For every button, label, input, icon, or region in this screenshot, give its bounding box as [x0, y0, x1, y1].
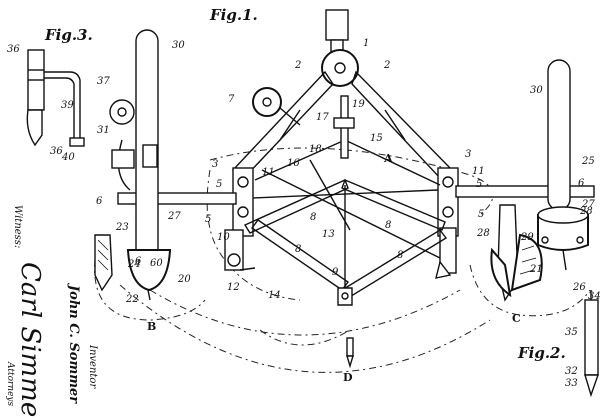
ref-13: 13	[322, 229, 335, 240]
ref-5-b: 5	[205, 214, 211, 225]
ref-21: 21	[529, 264, 543, 275]
ref-20: 20	[177, 274, 191, 285]
ref-27-right: 27	[581, 199, 595, 210]
fig3-bracket	[26, 49, 85, 147]
gauge-6: 6	[135, 256, 142, 267]
ref-6-right: 6	[578, 178, 585, 189]
left-holder-assembly	[94, 29, 172, 301]
ref-32: 32	[565, 366, 578, 377]
ref-30-left: 30	[172, 40, 185, 51]
ref-23: 23	[115, 222, 129, 233]
ref-33: 33	[565, 378, 578, 389]
ref-6-left: 6	[96, 196, 103, 207]
ref-36-top: 36	[7, 44, 20, 55]
ref-24: 24	[127, 259, 141, 270]
inventor-label: Inventor	[87, 344, 98, 389]
ref-36-bottom: 36	[50, 146, 63, 157]
ref-14: 14	[268, 290, 281, 301]
fig3-title: Fig.3.	[44, 26, 93, 44]
attorneys-label: Attorneys	[5, 361, 15, 407]
bottom-stylus	[346, 337, 354, 369]
fig2-pencil	[584, 290, 599, 398]
ref-17: 17	[316, 112, 329, 123]
ref-26: 26	[572, 282, 586, 293]
ref-5-a: 5	[216, 179, 222, 190]
ref-3-right: 3	[465, 149, 471, 160]
linkage-bars	[243, 139, 448, 299]
letter-C: C	[512, 312, 521, 325]
ref-11-left: 11	[262, 167, 275, 178]
ref-27-left: 27	[167, 211, 181, 222]
fig2-title: Fig.2.	[517, 344, 566, 362]
ref-8-c: 8	[295, 244, 301, 255]
ref-30-right: 30	[530, 85, 543, 96]
ref-2-right: 2	[383, 60, 390, 71]
top-handle-assembly	[321, 9, 359, 87]
ref-12: 12	[227, 282, 240, 293]
ref-8-b: 8	[385, 220, 391, 231]
central-rod	[333, 95, 355, 306]
inventor-signature: Carl Simmel	[15, 262, 45, 417]
ref-40: 40	[61, 152, 75, 163]
right-joint-block	[435, 167, 459, 279]
reference-numerals: 1 2 2 3 3 5 5 5 5 6 6 7 8 8 8 8 9 10 11 …	[7, 38, 601, 389]
gauge-60: 60	[150, 258, 163, 269]
ref-22: 22	[125, 294, 139, 305]
ref-2-left: 2	[294, 60, 301, 71]
ref-3-left: 3	[212, 159, 218, 170]
letter-D: D	[343, 371, 353, 384]
ref-1: 1	[363, 38, 369, 49]
letter-B: B	[147, 320, 156, 333]
ref-28-right: 28	[579, 206, 593, 217]
ref-35: 35	[565, 327, 578, 338]
ref-16: 16	[287, 158, 300, 169]
ref-18: 18	[309, 144, 322, 155]
fig1-title: Fig.1.	[209, 6, 258, 24]
ref-11-right: 11	[472, 166, 485, 177]
ref-19: 19	[352, 99, 365, 110]
letter-A: A	[383, 152, 393, 165]
ref-5-c: 5	[476, 179, 482, 190]
horizontal-bars	[117, 185, 595, 205]
witness-label: Witness:	[12, 205, 23, 248]
ref-37: 37	[97, 76, 110, 87]
ref-8-a: 8	[310, 212, 316, 223]
inventor-name: John C. Sommer	[66, 282, 81, 404]
ref-10: 10	[217, 232, 230, 243]
ref-15: 15	[370, 133, 383, 144]
ref-5-d: 5	[478, 209, 484, 220]
ref-8-d: 8	[397, 250, 403, 261]
ref-29: 29	[520, 232, 534, 243]
ref-25: 25	[581, 156, 595, 167]
ref-28-left: 28	[476, 228, 490, 239]
ref-34: 34	[588, 291, 601, 302]
ref-31: 31	[97, 125, 110, 136]
ref-39: 39	[61, 100, 74, 111]
right-holder-assembly	[490, 59, 589, 302]
left-joint-block	[224, 167, 256, 271]
ref-9: 9	[332, 267, 339, 278]
pulley-7	[252, 87, 301, 126]
ref-7: 7	[228, 94, 235, 105]
